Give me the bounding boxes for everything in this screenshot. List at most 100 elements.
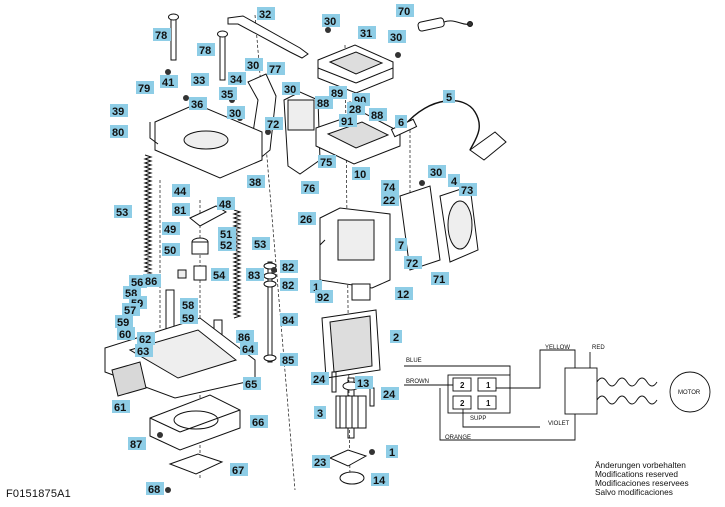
svg-text:82: 82 [282,262,294,274]
callout-23: 23 [312,455,330,469]
guard-75 [315,111,401,165]
callout-24: 24 [311,372,329,386]
callout-68: 68 [146,482,164,496]
callout-28: 28 [347,102,365,116]
motor-housing-1 [319,207,391,301]
callout-7: 7 [395,238,407,252]
svg-text:4: 4 [451,176,458,188]
svg-text:79: 79 [138,83,150,95]
callout-38: 38 [247,175,265,189]
callout-14: 14 [371,473,389,487]
callout-88: 88 [315,96,333,110]
wiring-labels: BLUE BROWN YELLOW RED VIOLET ORANGE MOTO… [406,345,701,441]
svg-text:1: 1 [313,282,319,294]
note-line: Modificaciones reservees [595,478,689,488]
svg-text:14: 14 [373,475,386,487]
svg-text:59: 59 [117,317,129,329]
svg-text:62: 62 [139,334,151,346]
svg-text:88: 88 [317,98,329,110]
svg-text:58: 58 [182,300,194,312]
svg-text:24: 24 [313,374,326,386]
callout-83: 83 [246,268,264,282]
callout-60: 60 [117,327,135,341]
callout-65: 65 [243,377,261,391]
callout-79: 79 [136,81,154,95]
svg-text:61: 61 [114,402,126,414]
note-line: Änderungen vorbehalten [595,460,686,470]
callout-39: 39 [110,104,128,118]
callout-86: 86 [143,274,161,288]
modification-notes: Änderungen vorbehalten Modifications res… [595,461,689,497]
callout-67: 67 [230,463,248,477]
svg-text:65: 65 [245,379,257,391]
callout-76: 76 [301,181,319,195]
svg-text:35: 35 [221,89,233,101]
wire-label-blue: BLUE [406,358,422,364]
svg-text:3: 3 [317,408,323,420]
svg-text:81: 81 [174,205,186,217]
callout-36: 36 [189,97,207,111]
wire-label-red: RED [592,345,605,351]
svg-text:38: 38 [249,177,261,189]
callout-72: 72 [265,117,283,131]
switch-cover-31 [317,44,394,94]
svg-text:48: 48 [219,199,231,211]
svg-text:75: 75 [320,157,332,169]
callout-63: 63 [135,344,153,358]
svg-text:77: 77 [269,64,281,76]
svg-text:31: 31 [360,28,372,40]
svg-text:86: 86 [238,332,250,344]
svg-text:30: 30 [247,60,259,72]
switch-label: SUPP [470,416,486,422]
callout-71: 71 [431,272,449,286]
spring-53-right [232,209,242,319]
strap-32 [227,15,309,59]
chip-shield-61 [111,361,147,397]
svg-text:12: 12 [397,289,409,301]
svg-text:34: 34 [230,74,243,86]
svg-text:7: 7 [398,240,404,252]
callout-78: 78 [153,28,171,42]
callout-53: 53 [114,205,132,219]
svg-text:5: 5 [446,92,452,104]
svg-text:53: 53 [254,239,266,251]
depth-stop-parts [177,205,228,281]
svg-text:52: 52 [220,240,232,252]
svg-text:92: 92 [317,292,329,304]
svg-text:60: 60 [119,329,131,341]
callout-89: 89 [329,86,347,100]
callout-24: 24 [381,387,399,401]
document-code: F0151875A1 [6,488,71,500]
callout-50: 50 [162,243,180,257]
svg-text:89: 89 [331,88,343,100]
callout-70: 70 [396,4,414,18]
terminal-1-bottom: 1 [486,399,491,408]
callout-52: 52 [218,238,236,252]
svg-text:32: 32 [259,9,271,21]
svg-text:53: 53 [116,207,128,219]
callout-33: 33 [191,73,209,87]
callout-84: 84 [280,313,298,327]
svg-text:30: 30 [430,167,442,179]
callout-30: 30 [282,82,300,96]
callout-88: 88 [369,108,387,122]
callout-91: 91 [339,114,357,128]
callout-41: 41 [160,75,178,89]
svg-text:91: 91 [341,116,353,128]
svg-text:83: 83 [248,270,260,282]
svg-text:57: 57 [124,305,136,317]
svg-text:36: 36 [191,99,203,111]
svg-text:72: 72 [406,258,418,270]
svg-text:6: 6 [398,117,404,129]
callout-66: 66 [250,415,268,429]
callout-59: 59 [180,311,198,325]
callout-62: 62 [137,332,155,346]
svg-text:67: 67 [232,465,244,477]
wire-label-orange: ORANGE [445,435,471,441]
svg-text:66: 66 [252,417,264,429]
callout-30: 30 [428,165,446,179]
callout-92: 92 [315,290,333,304]
callout-31: 31 [358,26,376,40]
speed-control-70 [417,17,473,32]
svg-text:71: 71 [433,274,445,286]
